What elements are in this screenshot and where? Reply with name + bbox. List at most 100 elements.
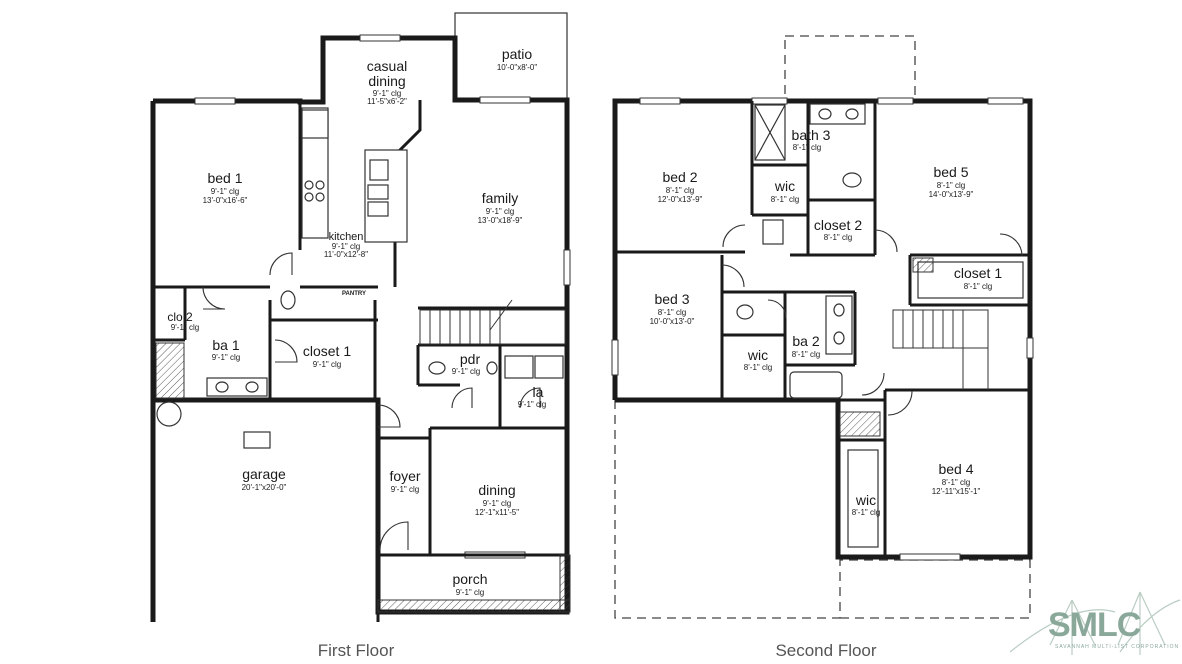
room-dim: 12'-1"x11'-5" — [475, 508, 519, 517]
smlc-logo: SMLC SAVANNAH MULTI-LIST CORPORATION — [1009, 591, 1181, 655]
room-dim: 20'-1"x20'-0" — [242, 483, 287, 492]
room-dim: 11'-5"x6'-2" — [367, 97, 407, 106]
window — [987, 97, 1024, 105]
room-name: la — [533, 384, 544, 400]
window — [751, 97, 788, 105]
burner — [315, 192, 325, 202]
room-name: pdr — [460, 351, 481, 367]
room-dim: 9'-1" clg — [332, 242, 360, 251]
stairs — [892, 309, 989, 390]
window — [639, 97, 681, 105]
logo-subtext: SAVANNAH MULTI-LIST CORPORATION — [1055, 644, 1179, 650]
room-name: wic — [747, 347, 768, 363]
toilet — [428, 361, 446, 375]
door — [451, 387, 473, 409]
logo-text: SMLC — [1048, 606, 1141, 644]
room-dim: 8'-1" clg — [852, 508, 880, 517]
room-name: wic — [855, 492, 876, 508]
room-name: bed 2 — [662, 169, 697, 185]
sink — [215, 381, 229, 393]
closet-outline — [917, 261, 1024, 299]
room-dim: 8'-1" clg — [666, 186, 694, 195]
bathtub — [789, 371, 843, 399]
water-heater-box — [155, 342, 185, 399]
window — [194, 97, 236, 105]
linen — [762, 219, 784, 245]
burner — [304, 192, 314, 202]
first-floor — [150, 12, 571, 622]
sink — [833, 331, 845, 345]
room-dim: 14'-0"x13'-9" — [929, 190, 974, 199]
room-name: clo 2 — [167, 310, 193, 324]
second-floor — [611, 35, 1034, 619]
door — [999, 233, 1023, 257]
window — [359, 34, 401, 42]
room-dim: 9'-1" clg — [313, 360, 341, 369]
door — [202, 286, 226, 310]
room-dim: 8'-1" clg — [824, 233, 852, 242]
room-dim: 10'-0"x8'-0" — [497, 63, 537, 72]
room-dim: 13'-0"x16'-6" — [203, 196, 248, 205]
room-name: dining — [478, 482, 515, 498]
room-dim: 8'-1" clg — [744, 363, 772, 372]
washer — [504, 355, 534, 379]
window — [877, 97, 914, 105]
window — [479, 96, 531, 104]
room-dim: 9'-1" clg — [171, 323, 199, 332]
door — [767, 299, 787, 319]
room-dim: 9'-1" clg — [483, 499, 511, 508]
sink — [245, 381, 259, 393]
hvac — [912, 257, 934, 273]
first-floor-exterior-wall — [150, 35, 570, 615]
room-dim: 9'-1" clg — [373, 89, 401, 98]
room-dim: 11'-0"x12'-8" — [324, 250, 368, 259]
garage-roof-outline — [614, 400, 1031, 619]
room-name: bed 5 — [933, 164, 968, 180]
window — [899, 553, 961, 561]
door — [379, 521, 409, 551]
door — [861, 372, 885, 396]
room-name: ba 2 — [792, 333, 819, 349]
toilet — [736, 304, 754, 320]
door — [377, 404, 401, 428]
room-dim: 13'-0"x18'-9" — [478, 216, 523, 225]
door — [519, 387, 541, 409]
room-name: wic — [774, 178, 795, 194]
porch-rail — [559, 554, 571, 613]
room-name: kitchen — [329, 231, 364, 243]
room-name: ba 1 — [212, 337, 239, 353]
room-dim: 8'-1" clg — [771, 195, 799, 204]
sink — [833, 303, 845, 317]
toilet — [842, 172, 862, 188]
burner — [304, 180, 314, 190]
room-dim: 8'-1" clg — [658, 308, 686, 317]
sink — [845, 108, 859, 120]
room-dim: 8'-1" clg — [792, 350, 820, 359]
room-dim: 9'-1" clg — [391, 485, 419, 494]
room-name: bed 4 — [938, 461, 973, 477]
window — [563, 249, 571, 286]
sink — [367, 201, 389, 217]
room-name: casual — [367, 58, 407, 74]
room-name: closet 1 — [303, 343, 351, 359]
stairs — [419, 299, 566, 345]
hvac — [839, 411, 881, 437]
room-dim: 8'-1" clg — [942, 478, 970, 487]
dryer — [534, 355, 564, 379]
room-dim: 9'-1" clg — [486, 207, 514, 216]
room-dim: 9'-1" clg — [452, 367, 480, 376]
burner — [315, 180, 325, 190]
room-dim: 8'-1" clg — [937, 181, 965, 190]
sink — [367, 184, 389, 200]
porch-rail — [377, 599, 571, 613]
room-name: dining — [368, 73, 405, 89]
water-heater — [156, 401, 182, 427]
sink — [818, 108, 832, 120]
toilet — [280, 290, 296, 310]
room-name: bath 3 — [792, 127, 831, 143]
door — [721, 264, 745, 288]
bridge-icon — [1009, 591, 1181, 655]
sink — [486, 361, 498, 375]
door — [874, 229, 898, 253]
